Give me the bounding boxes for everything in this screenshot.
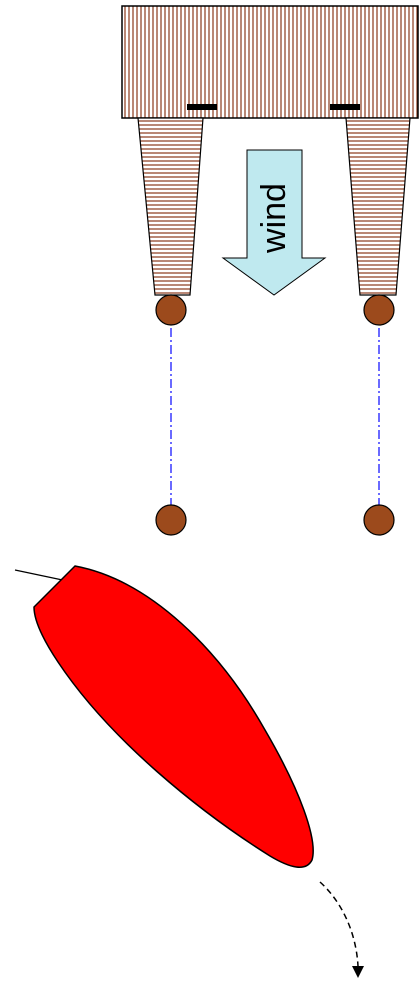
dock-cleat-left — [187, 104, 217, 110]
wind-label: wind — [255, 183, 293, 254]
boat-path-arrow — [319, 881, 359, 967]
mooring-post-bottom-left — [155, 504, 187, 536]
dock-cleat-right — [330, 104, 360, 110]
mooring-post-bottom-right — [363, 504, 395, 536]
mooring-post-top-left — [155, 294, 187, 326]
path-arrowhead — [352, 966, 364, 978]
wide-arrow-down-icon — [221, 149, 327, 296]
dock — [121, 5, 419, 119]
finger-pier-left — [137, 117, 204, 296]
mooring-post-top-right — [363, 294, 395, 326]
boat-hull — [33, 565, 314, 868]
finger-pier-right — [345, 117, 411, 296]
wind-arrow: wind — [221, 149, 327, 296]
